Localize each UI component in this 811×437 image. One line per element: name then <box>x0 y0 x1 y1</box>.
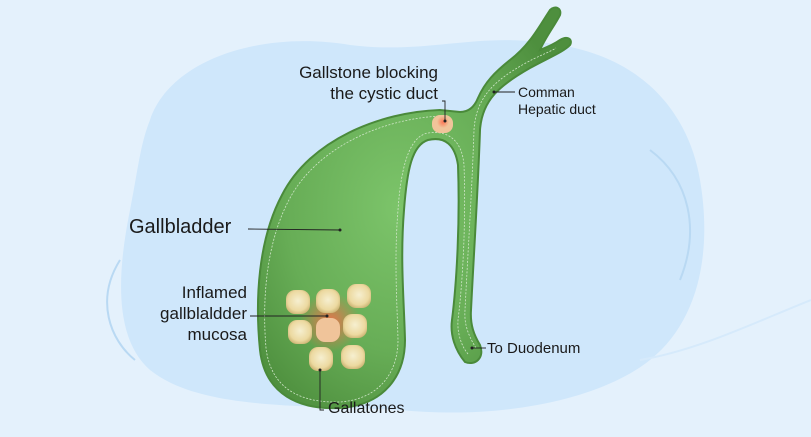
gallstone-blocking-label: Gallstone blocking the cystic duct <box>299 62 438 104</box>
gallstones <box>286 284 371 371</box>
label-line: gallblaldder <box>160 304 247 323</box>
label-line: Hepatic duct <box>518 101 596 117</box>
gallbladder-label: Gallbladder <box>129 216 232 238</box>
label-line: mucosa <box>187 325 247 344</box>
label-line: Inflamed <box>181 283 247 302</box>
inflamed-mucosa-label: Inflamed gallblaldder mucosa <box>160 282 247 345</box>
hepatic-duct-label: Comman Hepatic duct <box>518 84 596 118</box>
duodenum-label: To Duodenum <box>487 340 581 357</box>
label-line: Comman <box>518 84 575 100</box>
label-line: the cystic duct <box>330 84 438 103</box>
label-line: Gallstone blocking <box>299 63 438 82</box>
leader-lines <box>247 91 515 411</box>
gallstones-label: Gallatones <box>328 400 405 417</box>
